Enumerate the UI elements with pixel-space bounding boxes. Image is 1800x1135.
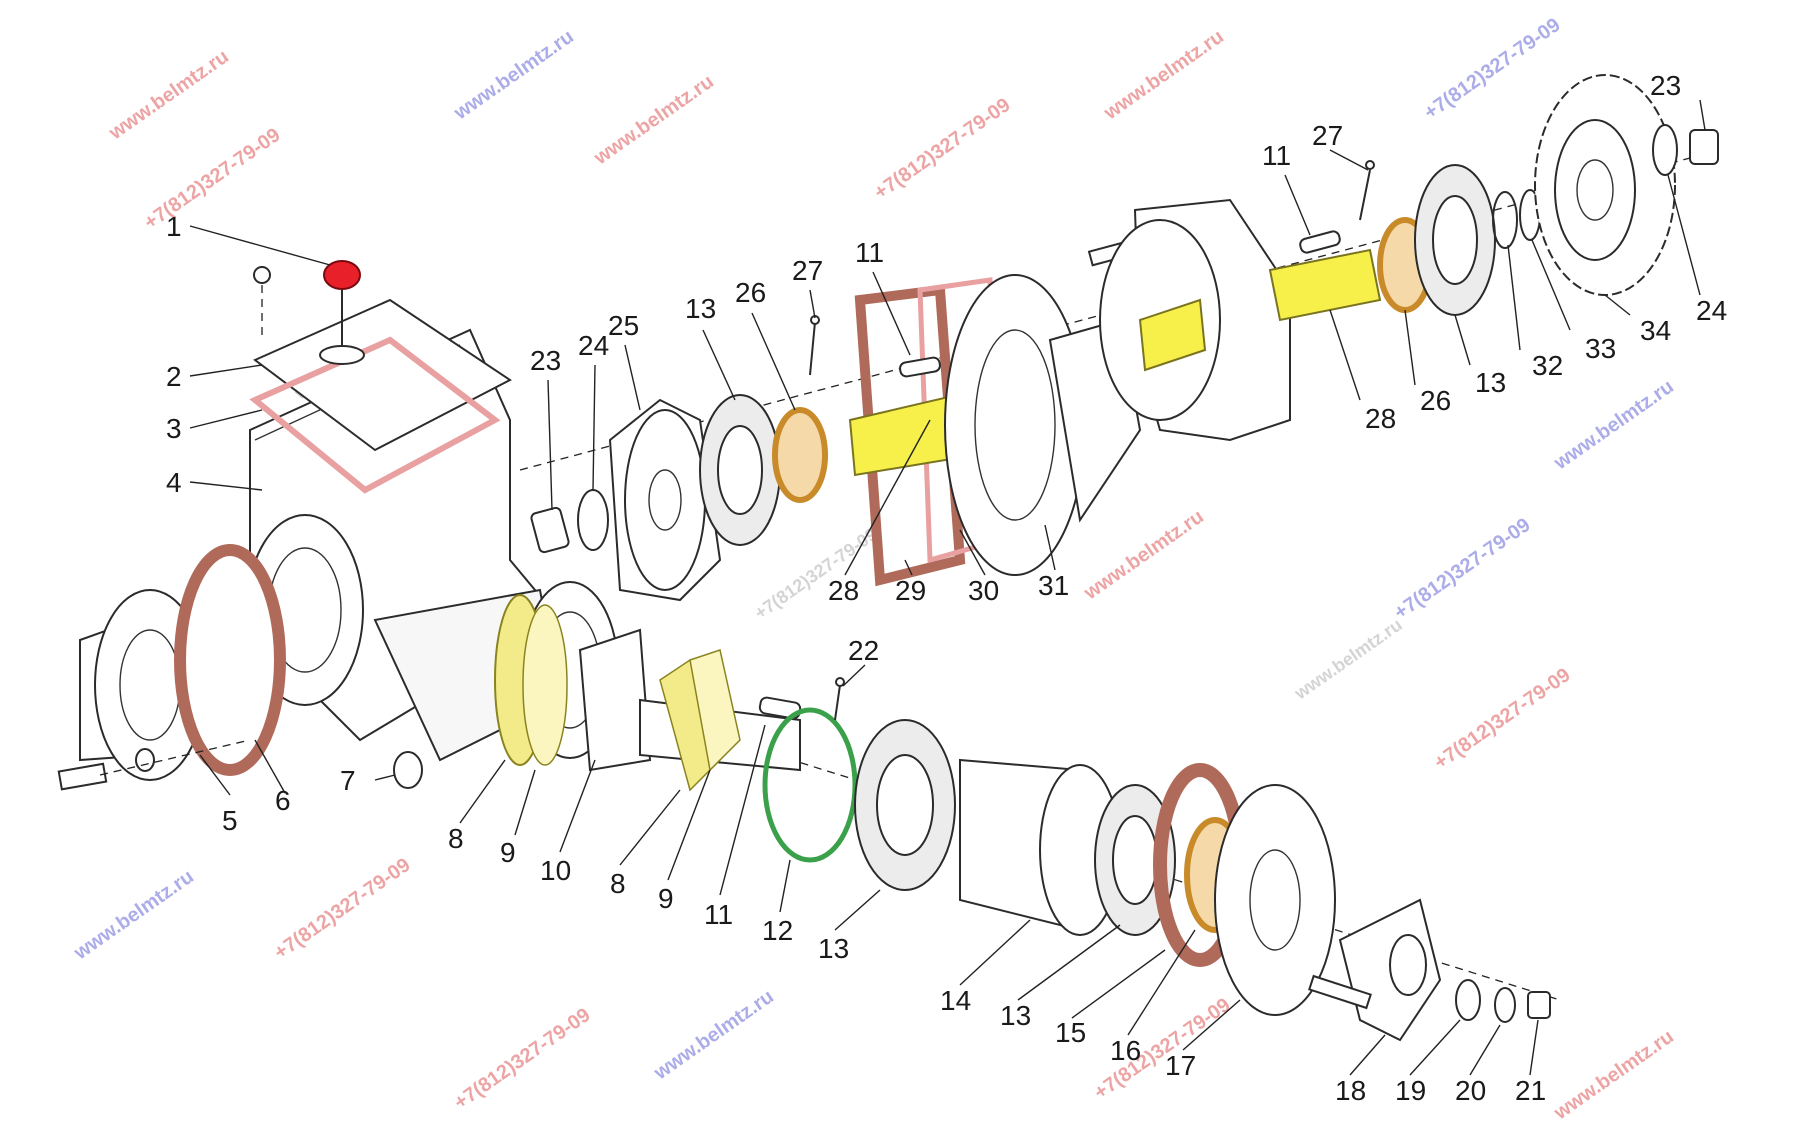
callout-13-lower-a: 13 bbox=[818, 933, 849, 964]
watermark-phone: +7(812)327-79-09 bbox=[1390, 514, 1534, 624]
retaining-ring-12 bbox=[762, 707, 858, 863]
callout-24-right: 24 bbox=[1696, 295, 1727, 326]
watermark-phone: +7(812)327-79-09 bbox=[1420, 14, 1564, 124]
callout-6: 6 bbox=[275, 785, 291, 816]
watermark-site: www.belmtz.ru bbox=[449, 26, 577, 125]
callout-31: 31 bbox=[1038, 570, 1069, 601]
callout-28-left: 28 bbox=[828, 575, 859, 606]
callout-30: 30 bbox=[968, 575, 999, 606]
watermark-site: www.belmtz.ru bbox=[1549, 1026, 1677, 1125]
callout-23-left: 23 bbox=[530, 345, 561, 376]
shim-9 bbox=[522, 604, 568, 766]
callout-11-upper-a: 11 bbox=[855, 237, 884, 268]
callout-5: 5 bbox=[222, 805, 238, 836]
callout-13-lower-b: 13 bbox=[1000, 1000, 1031, 1031]
drain-plug bbox=[393, 751, 423, 789]
watermark-phone: +7(812)327-79-09 bbox=[870, 94, 1014, 204]
callout-27-right: 27 bbox=[1312, 120, 1343, 151]
leader-lines bbox=[189, 99, 1706, 1076]
callout-34: 34 bbox=[1640, 315, 1671, 346]
watermark-phone: +7(812)327-79-09 bbox=[140, 124, 284, 234]
left-flange-assembly bbox=[57, 544, 286, 791]
callout-25: 25 bbox=[608, 310, 639, 341]
callout-2: 2 bbox=[166, 361, 182, 392]
watermark-phone: +7(812)327-79-09 bbox=[270, 854, 414, 964]
callout-13-upper-b: 13 bbox=[1475, 367, 1506, 398]
watermark-phone: +7(812)327-79-09 bbox=[751, 524, 881, 623]
callout-1: 1 bbox=[166, 211, 182, 242]
callout-26-right: 26 bbox=[1420, 385, 1451, 416]
callout-9-loose: 9 bbox=[658, 883, 674, 914]
callout-11-lower: 11 bbox=[704, 899, 733, 930]
watermark-site: www.belmtz.ru bbox=[649, 986, 777, 1085]
upper-shaft-assembly bbox=[530, 74, 1719, 602]
callout-26-left: 26 bbox=[735, 277, 766, 308]
lower-shaft-assembly bbox=[494, 594, 1551, 1042]
callout-10: 10 bbox=[540, 855, 571, 886]
callout-16: 16 bbox=[1110, 1035, 1141, 1066]
watermark-site: www.belmtz.ru bbox=[1079, 506, 1207, 605]
callout-4: 4 bbox=[166, 467, 182, 498]
callout-29: 29 bbox=[895, 575, 926, 606]
callout-12: 12 bbox=[762, 915, 793, 946]
callout-33: 33 bbox=[1585, 333, 1616, 364]
callout-19: 19 bbox=[1395, 1075, 1426, 1106]
callout-3: 3 bbox=[166, 413, 182, 444]
callout-13-upper-a: 13 bbox=[685, 293, 716, 324]
watermark-site: www.belmtz.ru bbox=[1290, 614, 1406, 703]
callout-28-right: 28 bbox=[1365, 403, 1396, 434]
callout-18: 18 bbox=[1335, 1075, 1366, 1106]
watermark-site: www.belmtz.ru bbox=[589, 71, 717, 170]
callout-labels: 1 2 3 4 5 6 7 8 9 10 8 9 11 12 13 14 13 … bbox=[166, 70, 1727, 1106]
callout-22: 22 bbox=[848, 635, 879, 666]
callout-32: 32 bbox=[1532, 350, 1563, 381]
callout-9: 9 bbox=[500, 837, 516, 868]
watermark-phone: +7(812)327-79-09 bbox=[1430, 664, 1574, 774]
callout-24-left: 24 bbox=[578, 330, 609, 361]
callout-23-right: 23 bbox=[1650, 70, 1681, 101]
callout-27-left: 27 bbox=[792, 255, 823, 286]
watermark-site: www.belmtz.ru bbox=[1549, 376, 1677, 475]
callout-11-upper-b: 11 bbox=[1262, 140, 1291, 171]
shim-9-loose bbox=[689, 649, 741, 772]
callout-8-loose: 8 bbox=[610, 868, 626, 899]
filler-plug bbox=[253, 260, 365, 365]
watermark-site: www.belmtz.ru bbox=[104, 46, 232, 145]
callout-20: 20 bbox=[1455, 1075, 1486, 1106]
watermark-phone: +7(812)327-79-09 bbox=[450, 1004, 594, 1114]
callout-8: 8 bbox=[448, 823, 464, 854]
callout-15: 15 bbox=[1055, 1017, 1086, 1048]
callout-7: 7 bbox=[340, 765, 356, 796]
watermark-site: www.belmtz.ru bbox=[69, 866, 197, 965]
watermark-site: www.belmtz.ru bbox=[1099, 26, 1227, 125]
callout-14: 14 bbox=[940, 985, 971, 1016]
callout-21: 21 bbox=[1515, 1075, 1546, 1106]
callout-17: 17 bbox=[1165, 1050, 1196, 1081]
